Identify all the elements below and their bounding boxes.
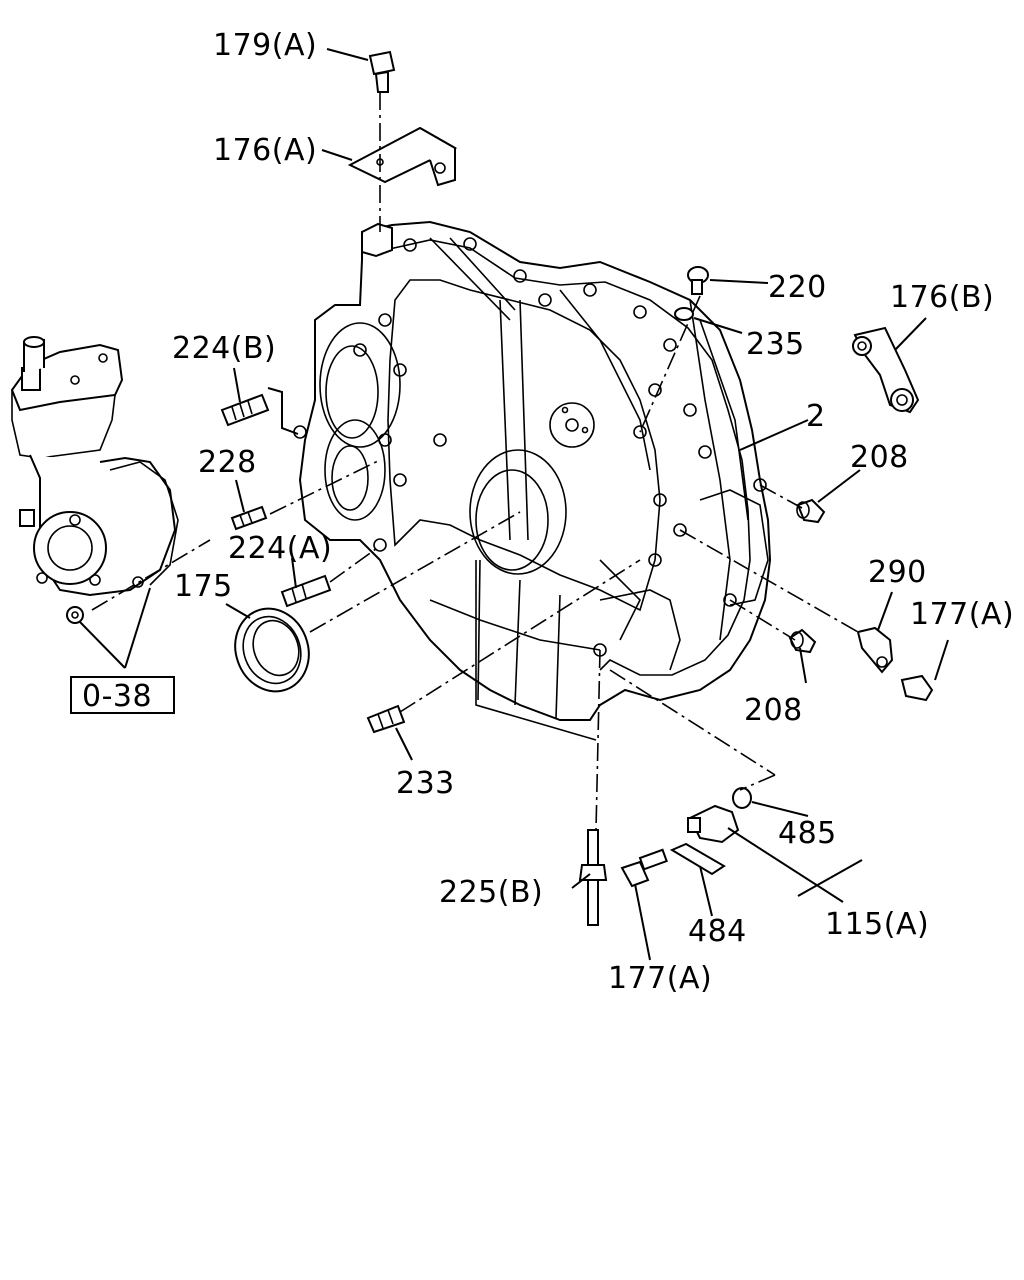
part-176b-bracket — [852, 326, 920, 414]
label-224b: 224(B) — [172, 331, 276, 366]
label-177a-bottom: 177(A) — [608, 961, 712, 996]
label-225b: 225(B) — [439, 875, 543, 910]
label-115a: 115(A) — [825, 907, 929, 942]
leader-lines — [79, 48, 949, 961]
part-208-plug-top — [796, 498, 826, 524]
label-177a-right: 177(A) — [910, 597, 1014, 632]
label-220: 220 — [768, 270, 827, 305]
label-290: 290 — [868, 555, 927, 590]
part-290-sensor — [856, 626, 894, 674]
part-220-bolt — [687, 266, 709, 295]
label-228: 228 — [198, 445, 257, 480]
part-175-oil-seal — [234, 607, 310, 693]
reference-box-label: 0-38 — [82, 679, 152, 714]
flywheel-housing — [293, 220, 772, 721]
part-177a-bolt-bottom — [620, 848, 668, 888]
part-228-stud — [230, 505, 268, 531]
label-175: 175 — [174, 569, 233, 604]
reference-box — [70, 676, 175, 714]
part-484-shim — [669, 842, 726, 876]
part-179a-bolt — [368, 50, 396, 93]
part-485-o-ring — [732, 787, 752, 809]
label-2: 2 — [806, 399, 826, 434]
label-208-bottom: 208 — [744, 693, 803, 728]
label-224a: 224(A) — [228, 531, 332, 566]
part-labels: 179(A) 176(A) 220 235 176(B) 224(B) 2 22… — [82, 28, 1014, 996]
label-176a: 176(A) — [213, 133, 317, 168]
part-208-plug-bottom — [788, 628, 817, 654]
part-224a-stud — [280, 574, 332, 608]
part-177a-bolt-right — [900, 674, 934, 702]
part-235-o-ring — [674, 307, 694, 321]
part-224b-stud — [220, 393, 270, 427]
label-484: 484 — [688, 914, 747, 949]
label-233: 233 — [396, 766, 455, 801]
label-485: 485 — [778, 816, 837, 851]
air-compressor — [10, 336, 179, 624]
label-235: 235 — [746, 327, 805, 362]
part-233-stud — [366, 704, 406, 734]
label-179a: 179(A) — [213, 28, 317, 63]
part-115a-sensor — [687, 804, 740, 844]
label-176b: 176(B) — [890, 280, 994, 315]
label-208-top: 208 — [850, 440, 909, 475]
part-176a-bracket — [347, 126, 458, 187]
